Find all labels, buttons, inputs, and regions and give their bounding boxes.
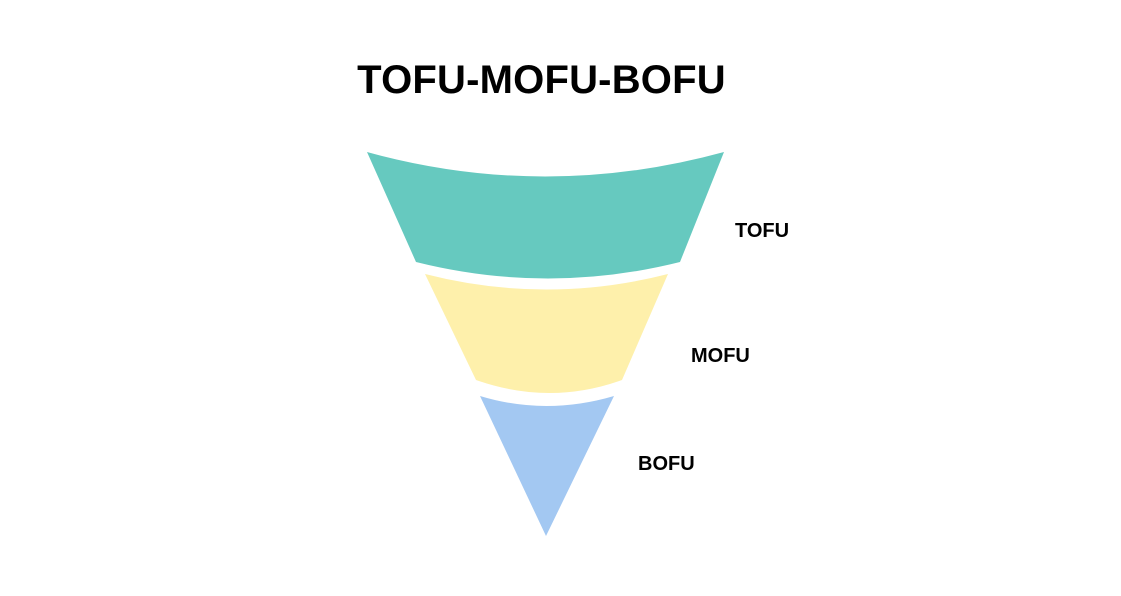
funnel-stage-bofu xyxy=(480,396,614,536)
funnel-stage-tofu xyxy=(367,152,724,279)
funnel-stage-mofu xyxy=(425,274,668,393)
stage-label-tofu: TOFU xyxy=(735,220,789,242)
stage-label-mofu: MOFU xyxy=(691,345,750,367)
stage-label-bofu: BOFU xyxy=(638,453,695,475)
diagram-title: TOFU-MOFU-BOFU xyxy=(357,58,726,102)
